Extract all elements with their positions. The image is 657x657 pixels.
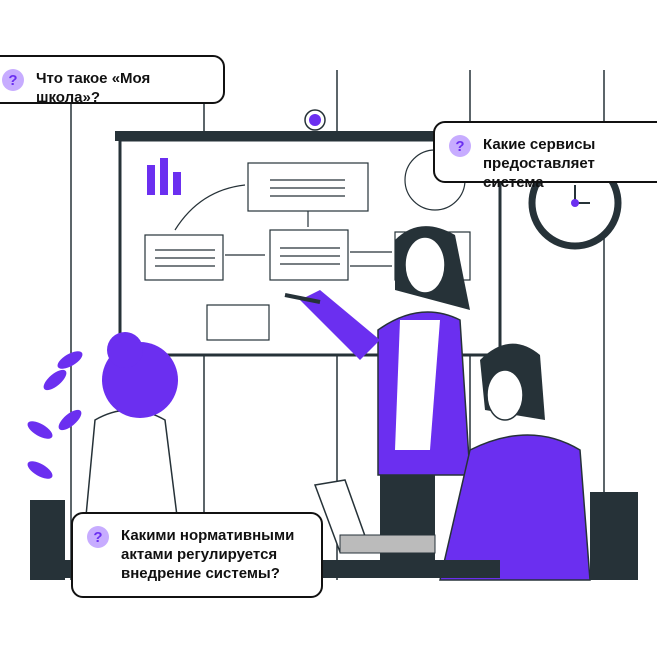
question-bubble-my-school[interactable]: ? Что такое «Моя школа»? bbox=[0, 55, 225, 106]
question-text: Что такое «Моя школа»? bbox=[36, 70, 151, 106]
camera-icon bbox=[304, 109, 326, 131]
question-bubble-regulations[interactable]: ? Какими нормативными актами регулируетс… bbox=[71, 512, 323, 598]
question-icon: ? bbox=[449, 135, 471, 157]
question-text: Какими нормативными актами регулируется … bbox=[121, 527, 295, 582]
question-icon: ? bbox=[2, 69, 24, 91]
presenter bbox=[284, 226, 471, 575]
question-bubble-services[interactable]: ? Какие сервисы предоставляет система bbox=[433, 121, 657, 191]
question-icon: ? bbox=[87, 526, 109, 548]
question-text: Какие сервисы предоставляет система bbox=[483, 136, 596, 191]
